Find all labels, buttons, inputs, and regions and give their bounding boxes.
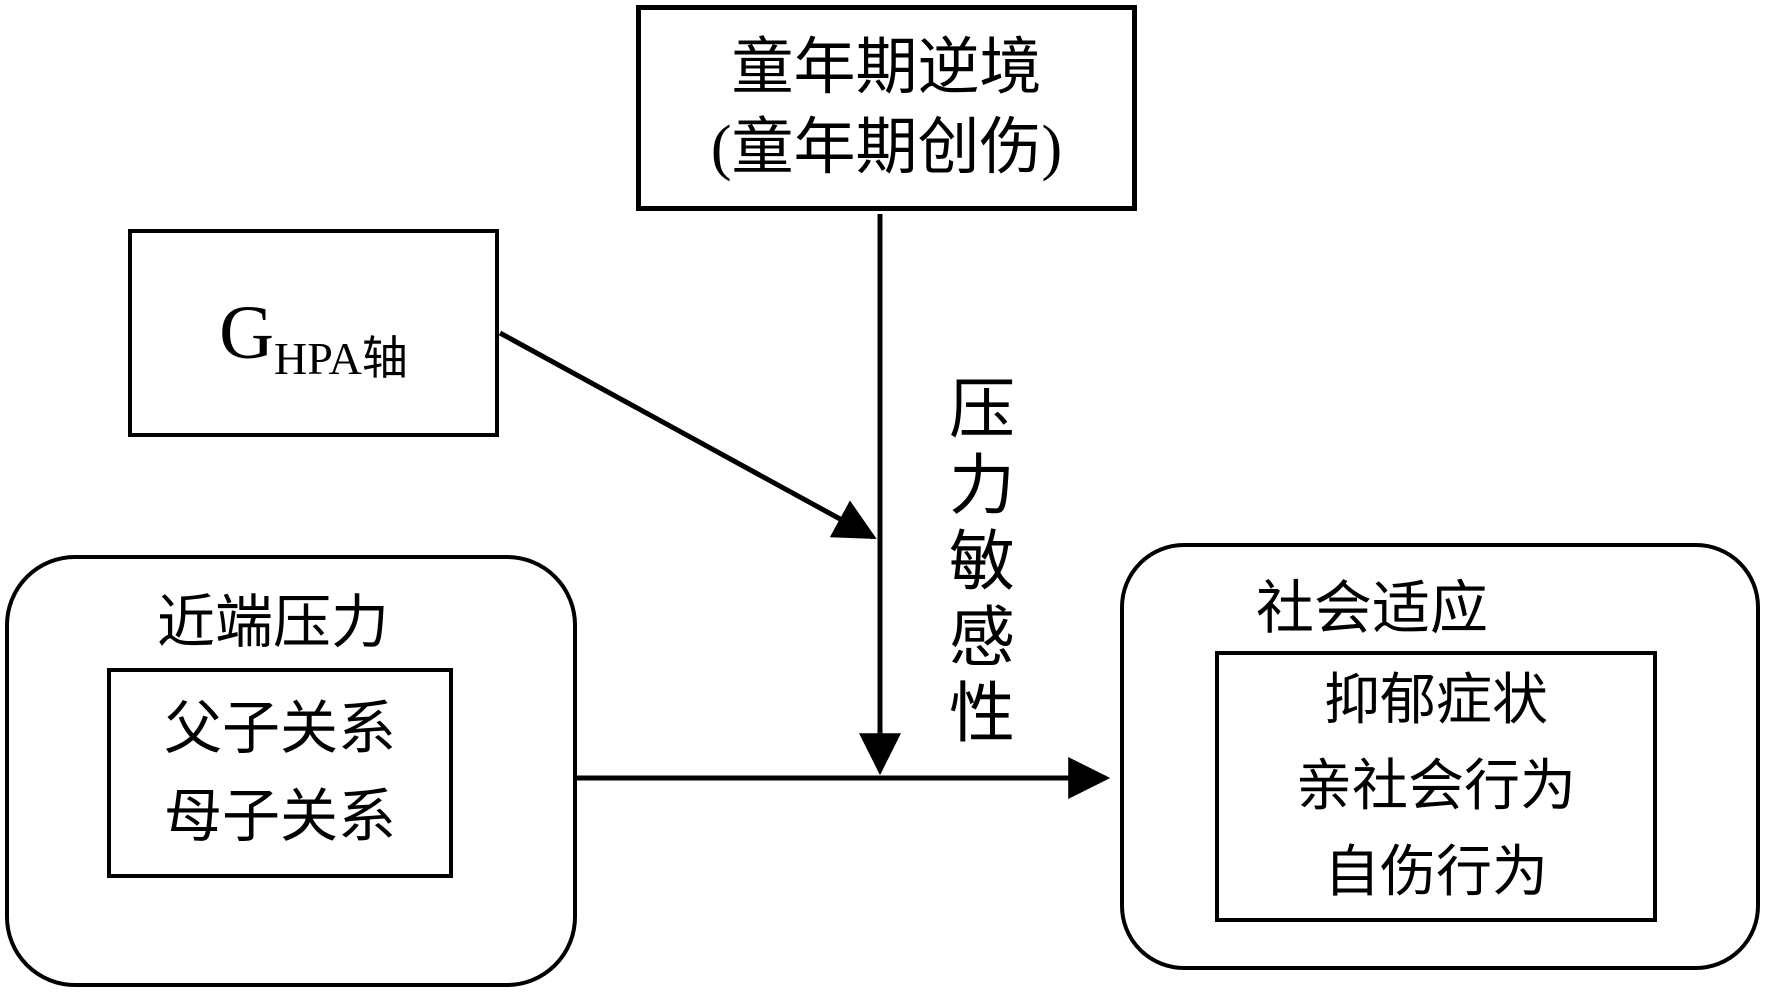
proximal-stress-indicators: 父子关系 母子关系 xyxy=(107,668,453,878)
indicator-prosocial-behavior: 亲社会行为 xyxy=(1296,755,1576,818)
childhood-adversity-line2: (童年期创伤) xyxy=(710,114,1063,182)
gene-symbol: G xyxy=(219,290,275,375)
indicator-depressive-symptoms: 抑郁症状 xyxy=(1324,669,1548,732)
gene-subscript: HPA轴 xyxy=(274,332,408,384)
social-adaptation-indicators: 抑郁症状 亲社会行为 自伤行为 xyxy=(1215,651,1657,922)
childhood-adversity-line1: 童年期逆境 xyxy=(731,34,1042,102)
node-childhood-adversity: 童年期逆境 (童年期创伤) xyxy=(636,5,1137,211)
gene-text: GHPA轴 xyxy=(219,290,408,384)
node-proximal-stress: 近端压力 父子关系 母子关系 xyxy=(5,555,577,987)
proximal-stress-title: 近端压力 xyxy=(156,590,389,655)
indicator-father-child: 父子关系 xyxy=(163,696,396,761)
social-adaptation-title: 社会适应 xyxy=(1255,576,1488,641)
node-social-adaptation: 社会适应 抑郁症状 亲社会行为 自伤行为 xyxy=(1120,543,1760,970)
indicator-self-harm-behavior: 自伤行为 xyxy=(1324,841,1548,904)
node-gene-hpa-axis: GHPA轴 xyxy=(128,229,499,437)
arrow-gene-to-arrow xyxy=(498,330,877,540)
indicator-mother-child: 母子关系 xyxy=(163,784,396,849)
moderator-label: 压力敏感性 xyxy=(939,374,1012,754)
